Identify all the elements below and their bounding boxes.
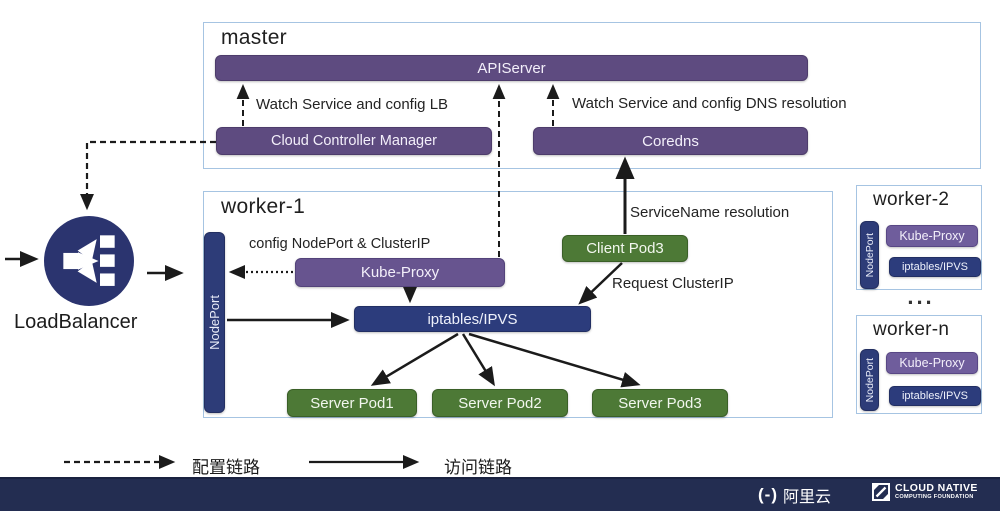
workers-ellipsis: ...	[907, 284, 935, 309]
master-zone-title: master	[221, 26, 287, 49]
cncf-text: CLOUD NATIVE COMPUTING FOUNDATION	[895, 483, 978, 501]
config-nodeport-annotation: config NodePort & ClusterIP	[249, 236, 431, 252]
cncf-line1: CLOUD NATIVE	[895, 482, 978, 495]
watch-lb-annotation: Watch Service and config LB	[256, 96, 449, 113]
worker1-iptables-node: iptables/IPVS	[354, 306, 591, 332]
loadbalancer-label: LoadBalancer	[14, 311, 138, 333]
request-clusterip-annotation: Request ClusterIP	[612, 275, 734, 292]
worker1-zone	[203, 191, 833, 418]
cloud-controller-manager-node: Cloud Controller Manager	[216, 127, 492, 155]
worker1-zone-title: worker-1	[221, 195, 306, 218]
worker2-iptables-node: iptables/IPVS	[889, 257, 981, 277]
watch-dns-annotation: Watch Service and config DNS resolution	[572, 95, 847, 112]
servicename-annotation: ServiceName resolution	[630, 204, 790, 221]
alibaba-cloud-name: 阿里云	[782, 489, 831, 506]
workern-nodeport-bar: NodePort	[860, 349, 879, 411]
worker2-zone-title: worker-2	[873, 189, 950, 210]
client-pod3-node: Client Pod3	[562, 235, 688, 262]
worker1-nodeport-bar: NodePort	[204, 232, 225, 413]
server-pod1-node: Server Pod1	[287, 389, 417, 417]
alibaba-cloud-logo: (-) 阿里云	[758, 483, 831, 507]
server-pod2-node: Server Pod2	[432, 389, 568, 417]
worker1-nodeport-label: NodePort	[207, 295, 222, 350]
server-pod3-node: Server Pod3	[592, 389, 728, 417]
worker2-nodeport-label: NodePort	[863, 232, 876, 278]
legend-config-link-label: 配置链路	[192, 458, 260, 477]
footer-bar	[0, 477, 1000, 511]
worker1-kube-proxy-node: Kube-Proxy	[295, 258, 505, 287]
worker2-nodeport-bar: NodePort	[860, 221, 879, 289]
cncf-line2: COMPUTING FOUNDATION	[895, 494, 974, 501]
loadbalancer-glyph	[63, 235, 115, 286]
workern-nodeport-label: NodePort	[863, 357, 876, 403]
workern-kube-proxy-node: Kube-Proxy	[886, 352, 978, 374]
coredns-node: Coredns	[533, 127, 808, 155]
legend-access-link-label: 访问链路	[444, 458, 512, 477]
cncf-logo: CLOUD NATIVE COMPUTING FOUNDATION	[872, 483, 978, 501]
worker2-kube-proxy-node: Kube-Proxy	[886, 225, 978, 247]
workern-iptables-node: iptables/IPVS	[889, 386, 981, 406]
cncf-mark-icon	[872, 483, 890, 501]
apiserver-node: APIServer	[215, 55, 808, 81]
loadbalancer-icon	[44, 216, 134, 306]
workern-zone-title: worker-n	[873, 319, 950, 340]
alibaba-cloud-mark-icon: (-)	[758, 485, 778, 504]
